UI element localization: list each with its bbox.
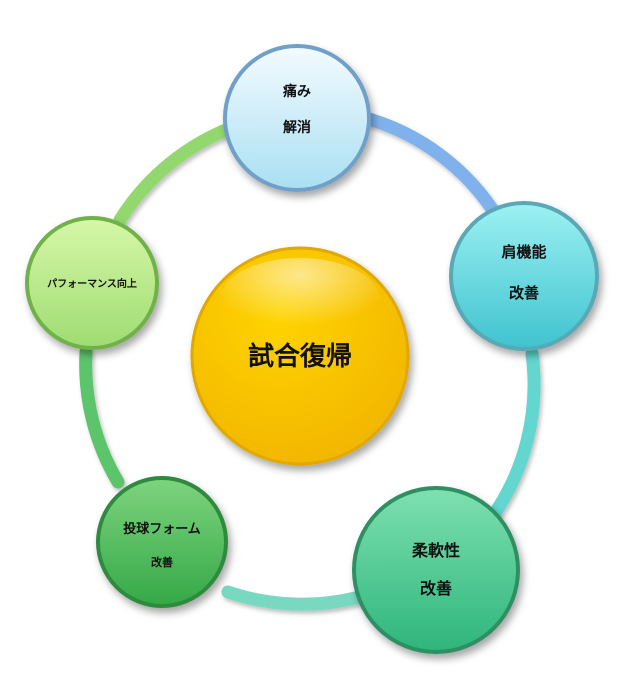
node-performance: パフォーマンス向上 xyxy=(25,216,159,350)
node-flexibility: 柔軟性 改善 xyxy=(352,486,520,654)
node-shoulder-function-line1: 肩機能 xyxy=(501,243,546,261)
node-shoulder-function: 肩機能 改善 xyxy=(449,201,599,351)
node-pitching-form-line2: 改善 xyxy=(151,555,173,569)
center-node: 試合復帰 xyxy=(190,246,410,466)
node-flexibility-line2: 改善 xyxy=(420,579,452,598)
arc-performance-to-pain xyxy=(113,119,243,227)
node-pain-relief-line2: 解消 xyxy=(283,119,311,136)
node-pain-relief-line1: 痛み xyxy=(282,83,311,100)
arc-pain-to-shoulder xyxy=(351,109,505,225)
node-performance-line1: パフォーマンス向上 xyxy=(47,277,137,290)
node-pain-relief: 痛み 解消 xyxy=(223,44,371,192)
node-pitching-form: 投球フォーム 改善 xyxy=(96,476,228,608)
cycle-ring xyxy=(79,109,541,611)
node-shoulder-function-line2: 改善 xyxy=(509,284,539,302)
arc-form-to-performance xyxy=(79,345,125,489)
node-flexibility-line1: 柔軟性 xyxy=(411,541,460,560)
center-label: 試合復帰 xyxy=(248,341,352,372)
arc-flexibility-to-form xyxy=(221,585,377,611)
node-pitching-form-line1: 投球フォーム xyxy=(123,521,201,537)
arc-shoulder-to-flexibility xyxy=(483,347,541,527)
